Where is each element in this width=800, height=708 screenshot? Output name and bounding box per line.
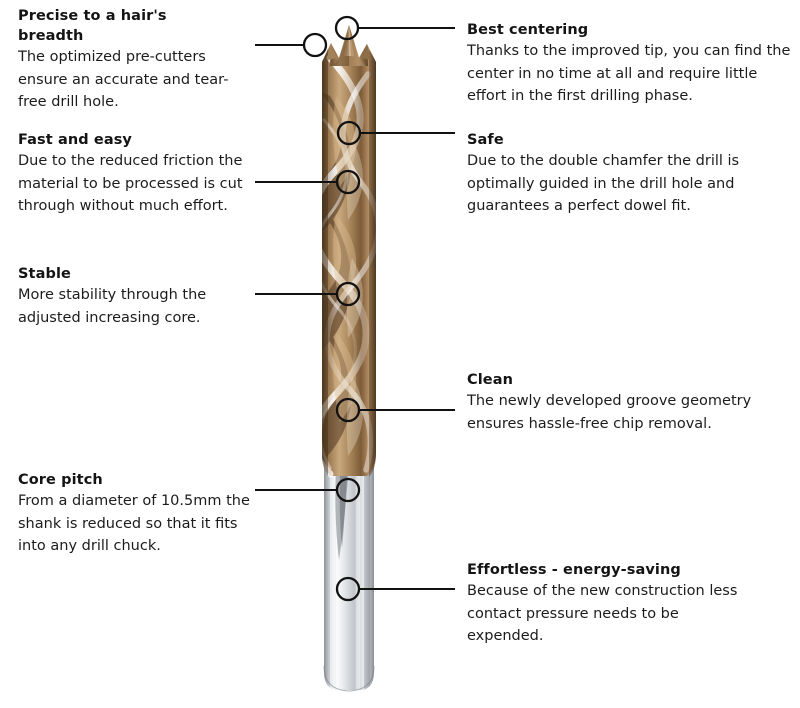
callout-core-pitch-body: From a diameter of 10.5mm the shank is r… xyxy=(18,493,250,554)
callout-marker-clean xyxy=(335,397,361,423)
callout-fast-and-easy: Fast and easy Due to the reduced frictio… xyxy=(18,130,243,218)
leader-lines xyxy=(255,26,455,591)
callout-marker-best-centering xyxy=(334,15,360,41)
callout-marker-stable xyxy=(335,281,361,307)
drill-shank xyxy=(323,452,375,692)
callout-core-pitch: Core pitch From a diameter of 10.5mm the… xyxy=(18,470,256,558)
callout-best-centering-title: Best centering xyxy=(467,22,589,38)
callout-marker-precise xyxy=(302,32,328,58)
callout-stable: Stable From a diameter of 10.5mm the sha… xyxy=(18,264,233,329)
callout-fast-and-easy-body: Due to the reduced friction the material… xyxy=(18,153,243,214)
callout-markers xyxy=(302,15,362,602)
callout-clean-body: The newly developed groove geometry ensu… xyxy=(467,393,752,432)
callout-precise-body: The optimized pre-cutters ensure an accu… xyxy=(18,49,229,110)
callout-stable-body-text: More stability through the adjusted incr… xyxy=(18,287,207,326)
callout-best-centering: Best centering Thanks to the improved ti… xyxy=(467,20,795,108)
callout-clean-title: Clean xyxy=(467,372,514,388)
callout-clean: Clean The newly developed groove geometr… xyxy=(467,370,757,435)
callout-best-centering-body: Thanks to the improved tip, you can find… xyxy=(467,43,791,104)
callout-fast-and-easy-title: Fast and easy xyxy=(18,132,132,148)
callout-effortless-body: Because of the new construction less con… xyxy=(467,583,738,644)
callout-effortless: Effortless - energy-saving Because of th… xyxy=(467,560,757,648)
callout-precise: Precise to a hair's breadth The optimize… xyxy=(18,6,230,114)
callout-safe-title: Safe xyxy=(467,132,504,148)
callout-marker-fast-and-easy xyxy=(335,169,361,195)
callout-safe: Safe Due to the double chamfer the drill… xyxy=(467,130,797,218)
callout-safe-body: Due to the double chamfer the drill is o… xyxy=(467,153,740,214)
callout-core-pitch-title: Core pitch xyxy=(18,472,103,488)
callout-marker-core-pitch xyxy=(335,477,361,503)
callout-precise-title: Precise to a hair's breadth xyxy=(18,8,167,44)
callout-effortless-title: Effortless - energy-saving xyxy=(467,562,681,578)
callout-stable-title: Stable xyxy=(18,266,71,282)
callout-marker-safe xyxy=(336,120,362,146)
drill-tip xyxy=(327,25,371,66)
callout-marker-effortless xyxy=(335,576,361,602)
